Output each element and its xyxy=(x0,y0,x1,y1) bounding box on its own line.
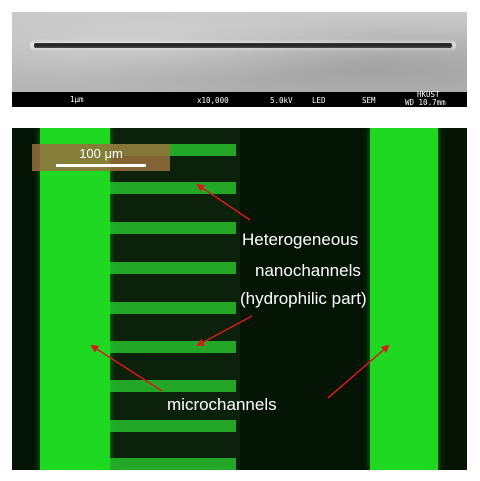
nanochannel xyxy=(110,222,236,234)
label-hydrophilic-part: (hydrophilic part) xyxy=(240,289,367,308)
nanochannel xyxy=(110,420,236,432)
sem-magnification: x10,000 xyxy=(197,96,229,105)
arrow-to-microchannel-right xyxy=(327,344,390,399)
arrow-to-nanochannel-top xyxy=(196,183,251,221)
annotation-arrows xyxy=(90,183,390,399)
nanochannel xyxy=(110,458,236,470)
sem-info-bar: 1μm x10,000 5.0kV LED SEM HKUST WD 10.7m… xyxy=(12,90,467,107)
sem-scale-label: 1μm xyxy=(70,95,84,104)
nanochannel xyxy=(110,262,236,274)
arrow-to-microchannel-left xyxy=(90,344,163,392)
microchannel-left xyxy=(40,128,110,470)
sem-detector: LED xyxy=(312,96,326,105)
nanochannel xyxy=(110,302,236,314)
fluorescence-image-panel: 100 μm Heterogeneous nanochannels (hydro… xyxy=(12,128,467,470)
sem-institution: HKUST xyxy=(417,90,440,99)
sem-voltage: 5.0kV xyxy=(270,96,293,105)
microchannel-right xyxy=(370,128,438,470)
label-heterogeneous: Heterogeneous xyxy=(242,230,359,249)
arrow-to-nanochannel-bottom xyxy=(196,315,253,346)
sem-mode: SEM xyxy=(362,96,376,105)
label-nanochannels: nanochannels xyxy=(255,261,361,280)
label-microchannels: microchannels xyxy=(167,395,277,414)
sem-nanochannel-cross-section xyxy=(34,43,452,48)
scale-bar-line xyxy=(56,164,146,167)
scale-bar-label: 100 μm xyxy=(79,146,123,161)
scale-bar-box: 100 μm xyxy=(32,144,170,171)
sem-micrograph xyxy=(12,12,467,92)
sem-image-panel: 1μm x10,000 5.0kV LED SEM HKUST WD 10.7m… xyxy=(12,12,467,107)
sem-working-distance: WD 10.7mm xyxy=(405,98,446,107)
nanochannel xyxy=(110,380,236,392)
